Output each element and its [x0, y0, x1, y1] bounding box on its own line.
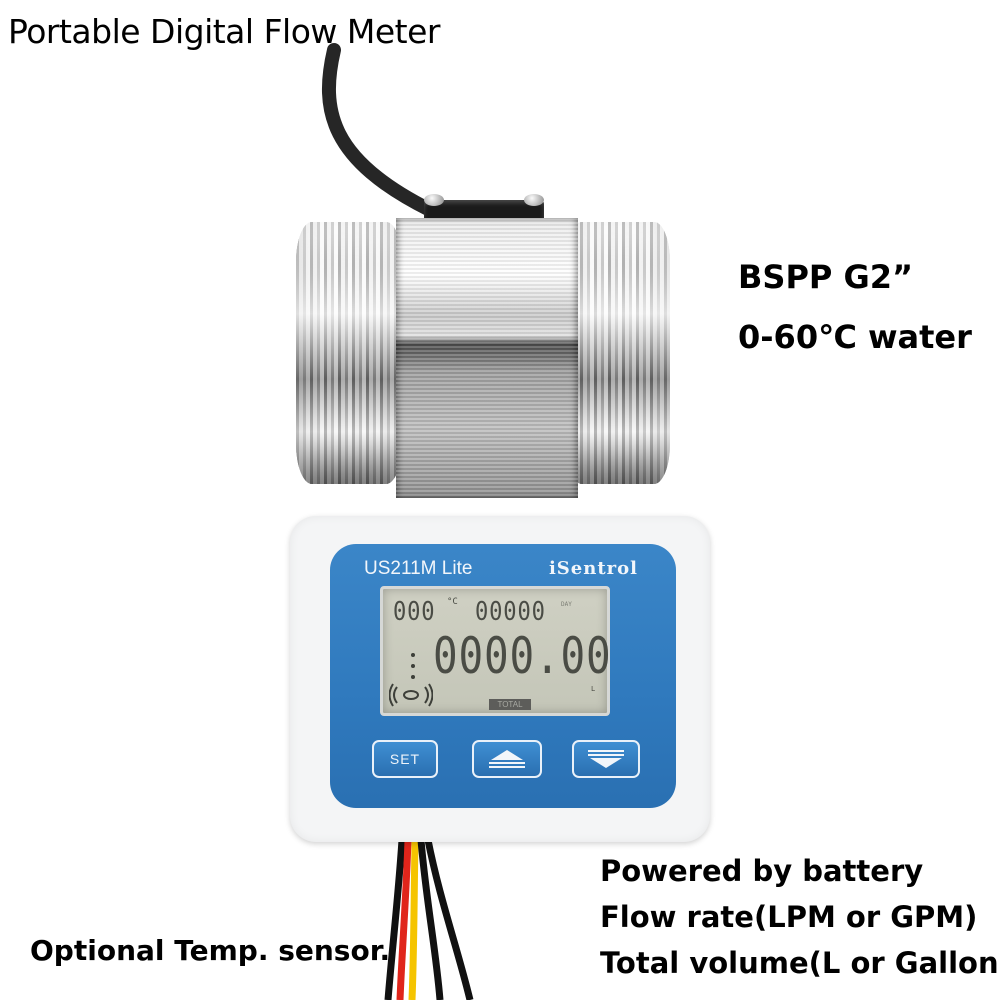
up-button[interactable] — [472, 740, 542, 778]
sensor-cable — [322, 43, 437, 217]
up-arrow-icon — [489, 750, 525, 768]
signal-wave-icon — [389, 683, 433, 707]
model-label: US211M Lite — [364, 558, 473, 579]
set-button-label: SET — [389, 751, 421, 767]
feature-item: Flow rate(LPM or GPM) — [600, 900, 978, 934]
feature-list: Powered by battery Flow rate(LPM or GPM)… — [600, 848, 1000, 986]
left-thread — [296, 222, 402, 484]
right-thread — [566, 222, 670, 484]
screw-icon — [424, 194, 444, 206]
temp-sensor-note: Optional Temp. sensor. — [30, 934, 391, 967]
temperature-spec: 0-60℃ water — [738, 318, 972, 356]
display-unit: US211M Lite iSentrol 000 °C 00000 DAY 00… — [290, 516, 710, 842]
lcd-temperature: 000 — [393, 597, 436, 627]
page-title: Portable Digital Flow Meter — [8, 12, 440, 51]
lcd-screen: 000 °C 00000 DAY 0000.00 L TOTAL — [380, 586, 612, 716]
lcd-days: 00000 — [475, 597, 546, 627]
display-wires — [384, 839, 474, 1000]
lcd-main-unit: L — [591, 685, 596, 693]
screw-icon — [524, 194, 544, 206]
thread-spec: BSPP G2” — [738, 258, 914, 296]
lcd-main-value: 0000.00 — [433, 627, 612, 685]
brand-logo: iSentrol — [548, 558, 638, 579]
down-button[interactable] — [572, 740, 640, 778]
lcd-total-label: TOTAL — [489, 699, 531, 710]
feature-item: Total volume(L or Gallon) — [600, 946, 1000, 980]
lcd-days-unit: DAY — [561, 601, 572, 608]
flow-drop-icon — [411, 653, 415, 679]
hex-body — [396, 218, 578, 498]
down-arrow-icon — [588, 750, 624, 768]
front-panel: US211M Lite iSentrol 000 °C 00000 DAY 00… — [330, 544, 676, 808]
lcd-temperature-unit: °C — [447, 597, 458, 607]
set-button[interactable]: SET — [372, 740, 438, 778]
feature-item: Powered by battery — [600, 854, 924, 888]
